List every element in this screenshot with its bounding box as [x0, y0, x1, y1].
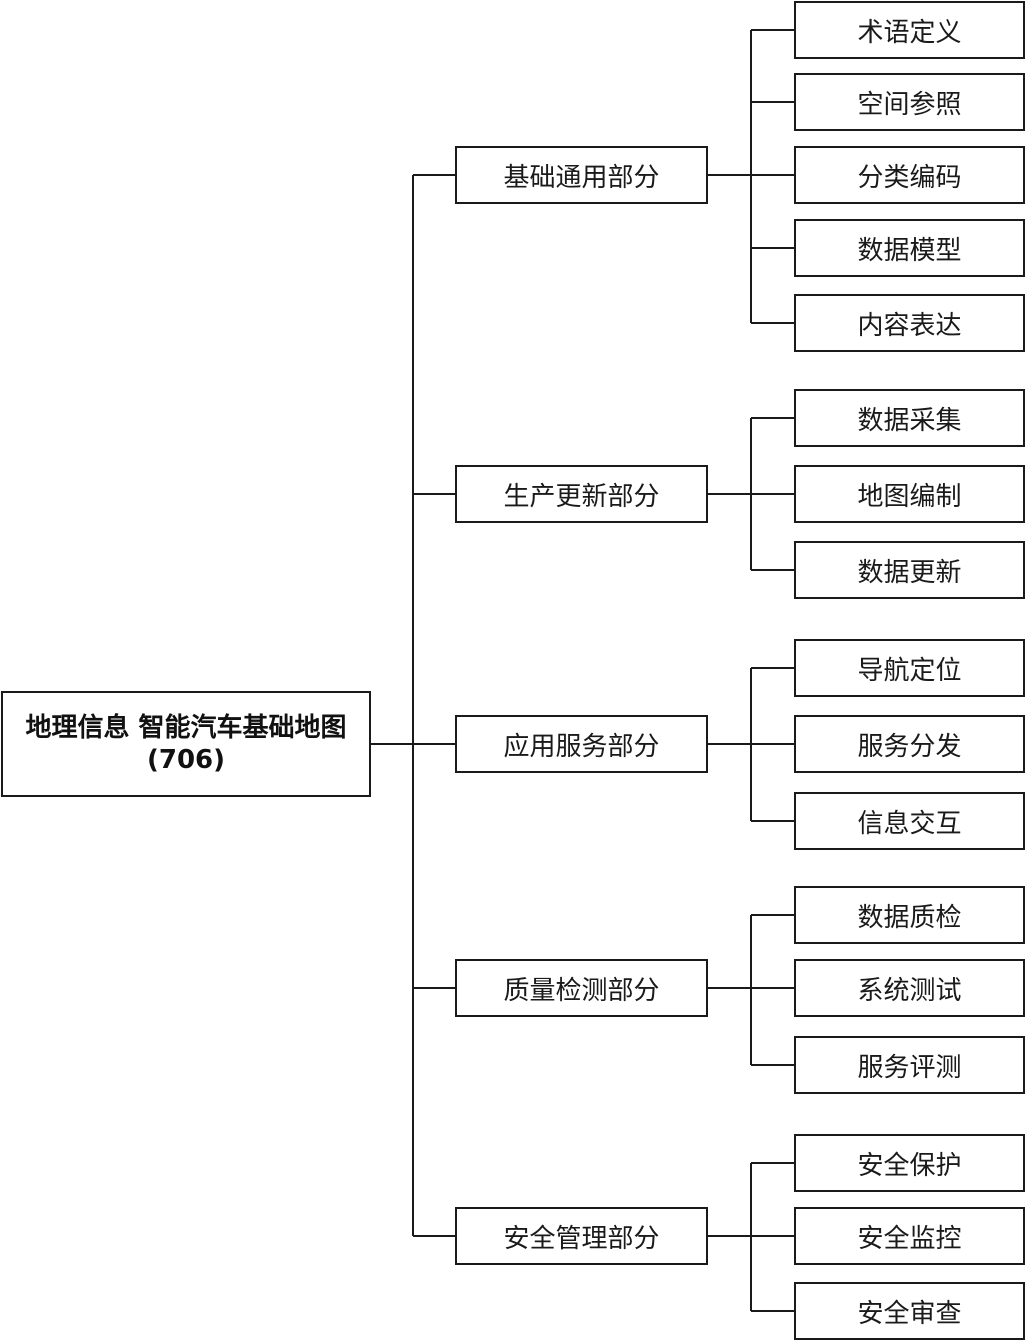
root-node: 地理信息 智能汽车基础地图 (706) — [1, 691, 371, 797]
leaf-node: 数据质检 — [794, 886, 1025, 944]
leaf-label: 导航定位 — [857, 655, 962, 686]
leaf-node: 安全审查 — [794, 1282, 1025, 1340]
category-node-security-management: 安全管理部分 — [455, 1207, 708, 1265]
leaf-node: 系统测试 — [794, 959, 1025, 1017]
category-label: 应用服务部分 — [503, 731, 660, 762]
category-label: 基础通用部分 — [503, 162, 660, 193]
leaf-node: 导航定位 — [794, 639, 1025, 697]
category-node-production-update: 生产更新部分 — [455, 465, 708, 523]
leaf-node: 数据更新 — [794, 541, 1025, 599]
leaf-node: 分类编码 — [794, 146, 1025, 204]
leaf-label: 安全监控 — [857, 1223, 962, 1254]
leaf-label: 内容表达 — [857, 310, 962, 341]
leaf-label: 信息交互 — [857, 808, 962, 839]
root-code: (706) — [146, 745, 226, 775]
leaf-node: 术语定义 — [794, 1, 1025, 59]
leaf-node: 数据模型 — [794, 219, 1025, 277]
leaf-node: 服务分发 — [794, 715, 1025, 773]
leaf-label: 安全保护 — [857, 1150, 962, 1181]
leaf-label: 地图编制 — [857, 481, 962, 512]
leaf-label: 分类编码 — [857, 162, 962, 193]
leaf-label: 系统测试 — [857, 975, 962, 1006]
root-title: 地理信息 智能汽车基础地图 — [25, 713, 347, 743]
leaf-node: 服务评测 — [794, 1036, 1025, 1094]
leaf-node: 信息交互 — [794, 792, 1025, 850]
category-label: 质量检测部分 — [503, 975, 660, 1006]
leaf-label: 安全审查 — [857, 1298, 962, 1329]
category-node-application-service: 应用服务部分 — [455, 715, 708, 773]
leaf-label: 数据模型 — [857, 235, 962, 266]
leaf-node: 安全保护 — [794, 1134, 1025, 1192]
leaf-label: 术语定义 — [857, 17, 962, 48]
leaf-label: 数据质检 — [857, 902, 962, 933]
category-label: 生产更新部分 — [503, 481, 660, 512]
category-node-quality-inspection: 质量检测部分 — [455, 959, 708, 1017]
leaf-node: 安全监控 — [794, 1207, 1025, 1265]
leaf-label: 空间参照 — [857, 89, 962, 120]
leaf-label: 数据采集 — [857, 405, 962, 436]
leaf-label: 数据更新 — [857, 557, 962, 588]
leaf-node: 内容表达 — [794, 294, 1025, 352]
leaf-node: 数据采集 — [794, 389, 1025, 447]
leaf-label: 服务分发 — [857, 731, 962, 762]
category-node-basic-general: 基础通用部分 — [455, 146, 708, 204]
category-label: 安全管理部分 — [503, 1223, 660, 1254]
leaf-node: 空间参照 — [794, 73, 1025, 131]
leaf-node: 地图编制 — [794, 465, 1025, 523]
leaf-label: 服务评测 — [857, 1052, 962, 1083]
